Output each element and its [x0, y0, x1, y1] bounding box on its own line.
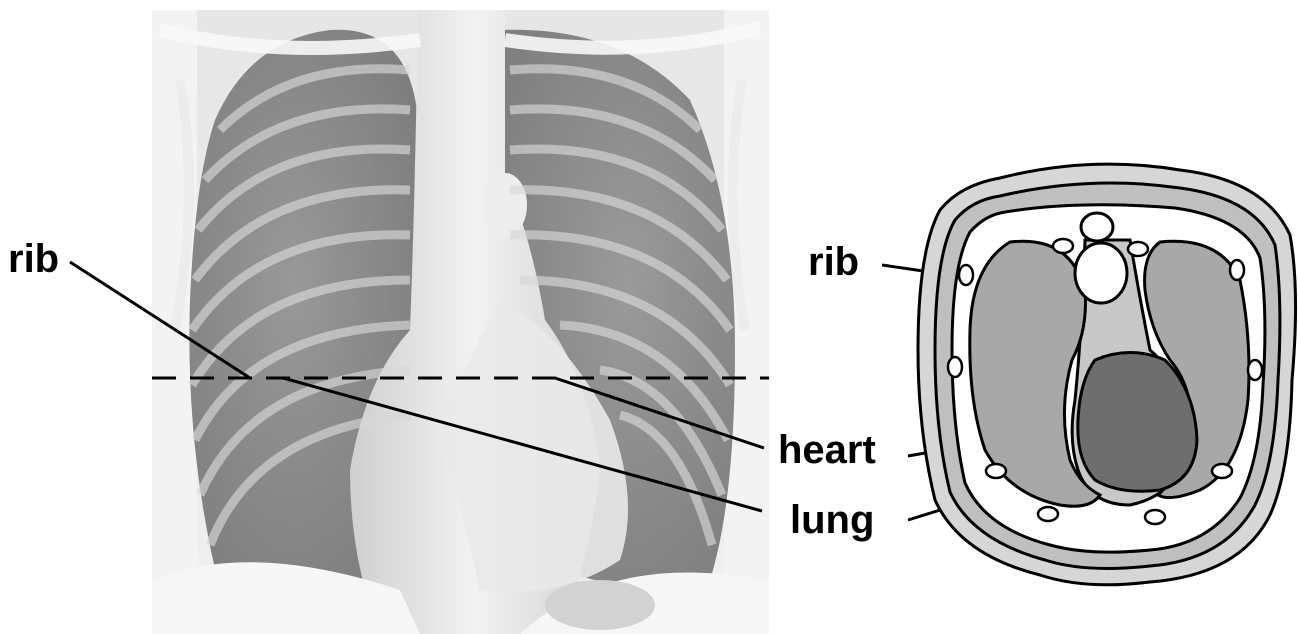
lung-label: lung — [790, 498, 874, 542]
thorax-cross-section — [918, 164, 1296, 585]
vertebra — [1075, 243, 1127, 303]
sternum — [1081, 213, 1113, 241]
rib-left-label: rib — [8, 237, 59, 281]
rib-right-label: rib — [808, 240, 859, 284]
heart-label: heart — [778, 428, 876, 472]
chest-xray-image — [152, 10, 769, 634]
